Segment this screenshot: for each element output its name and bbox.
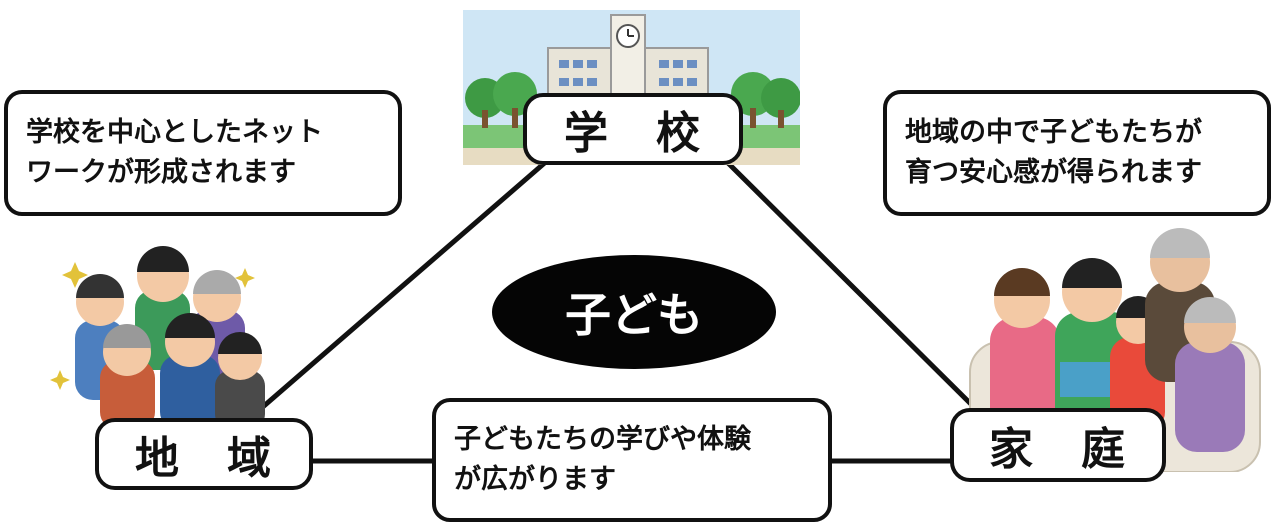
community-people-icon: [50, 246, 265, 430]
line-school-community: [248, 158, 550, 420]
node-family: 家 庭: [950, 408, 1166, 482]
note-learning: 子どもたちの学びや体験 が広がります: [432, 398, 832, 522]
node-community: 地 域: [95, 418, 313, 490]
node-school: 学 校: [523, 93, 743, 165]
note-school-network: 学校を中心としたネット ワークが形成されます: [4, 90, 402, 216]
note-community-safety: 地域の中で子どもたちが 育つ安心感が得られます: [883, 90, 1271, 216]
line-school-family: [723, 158, 987, 420]
center-child-ellipse: 子ども: [492, 255, 776, 369]
